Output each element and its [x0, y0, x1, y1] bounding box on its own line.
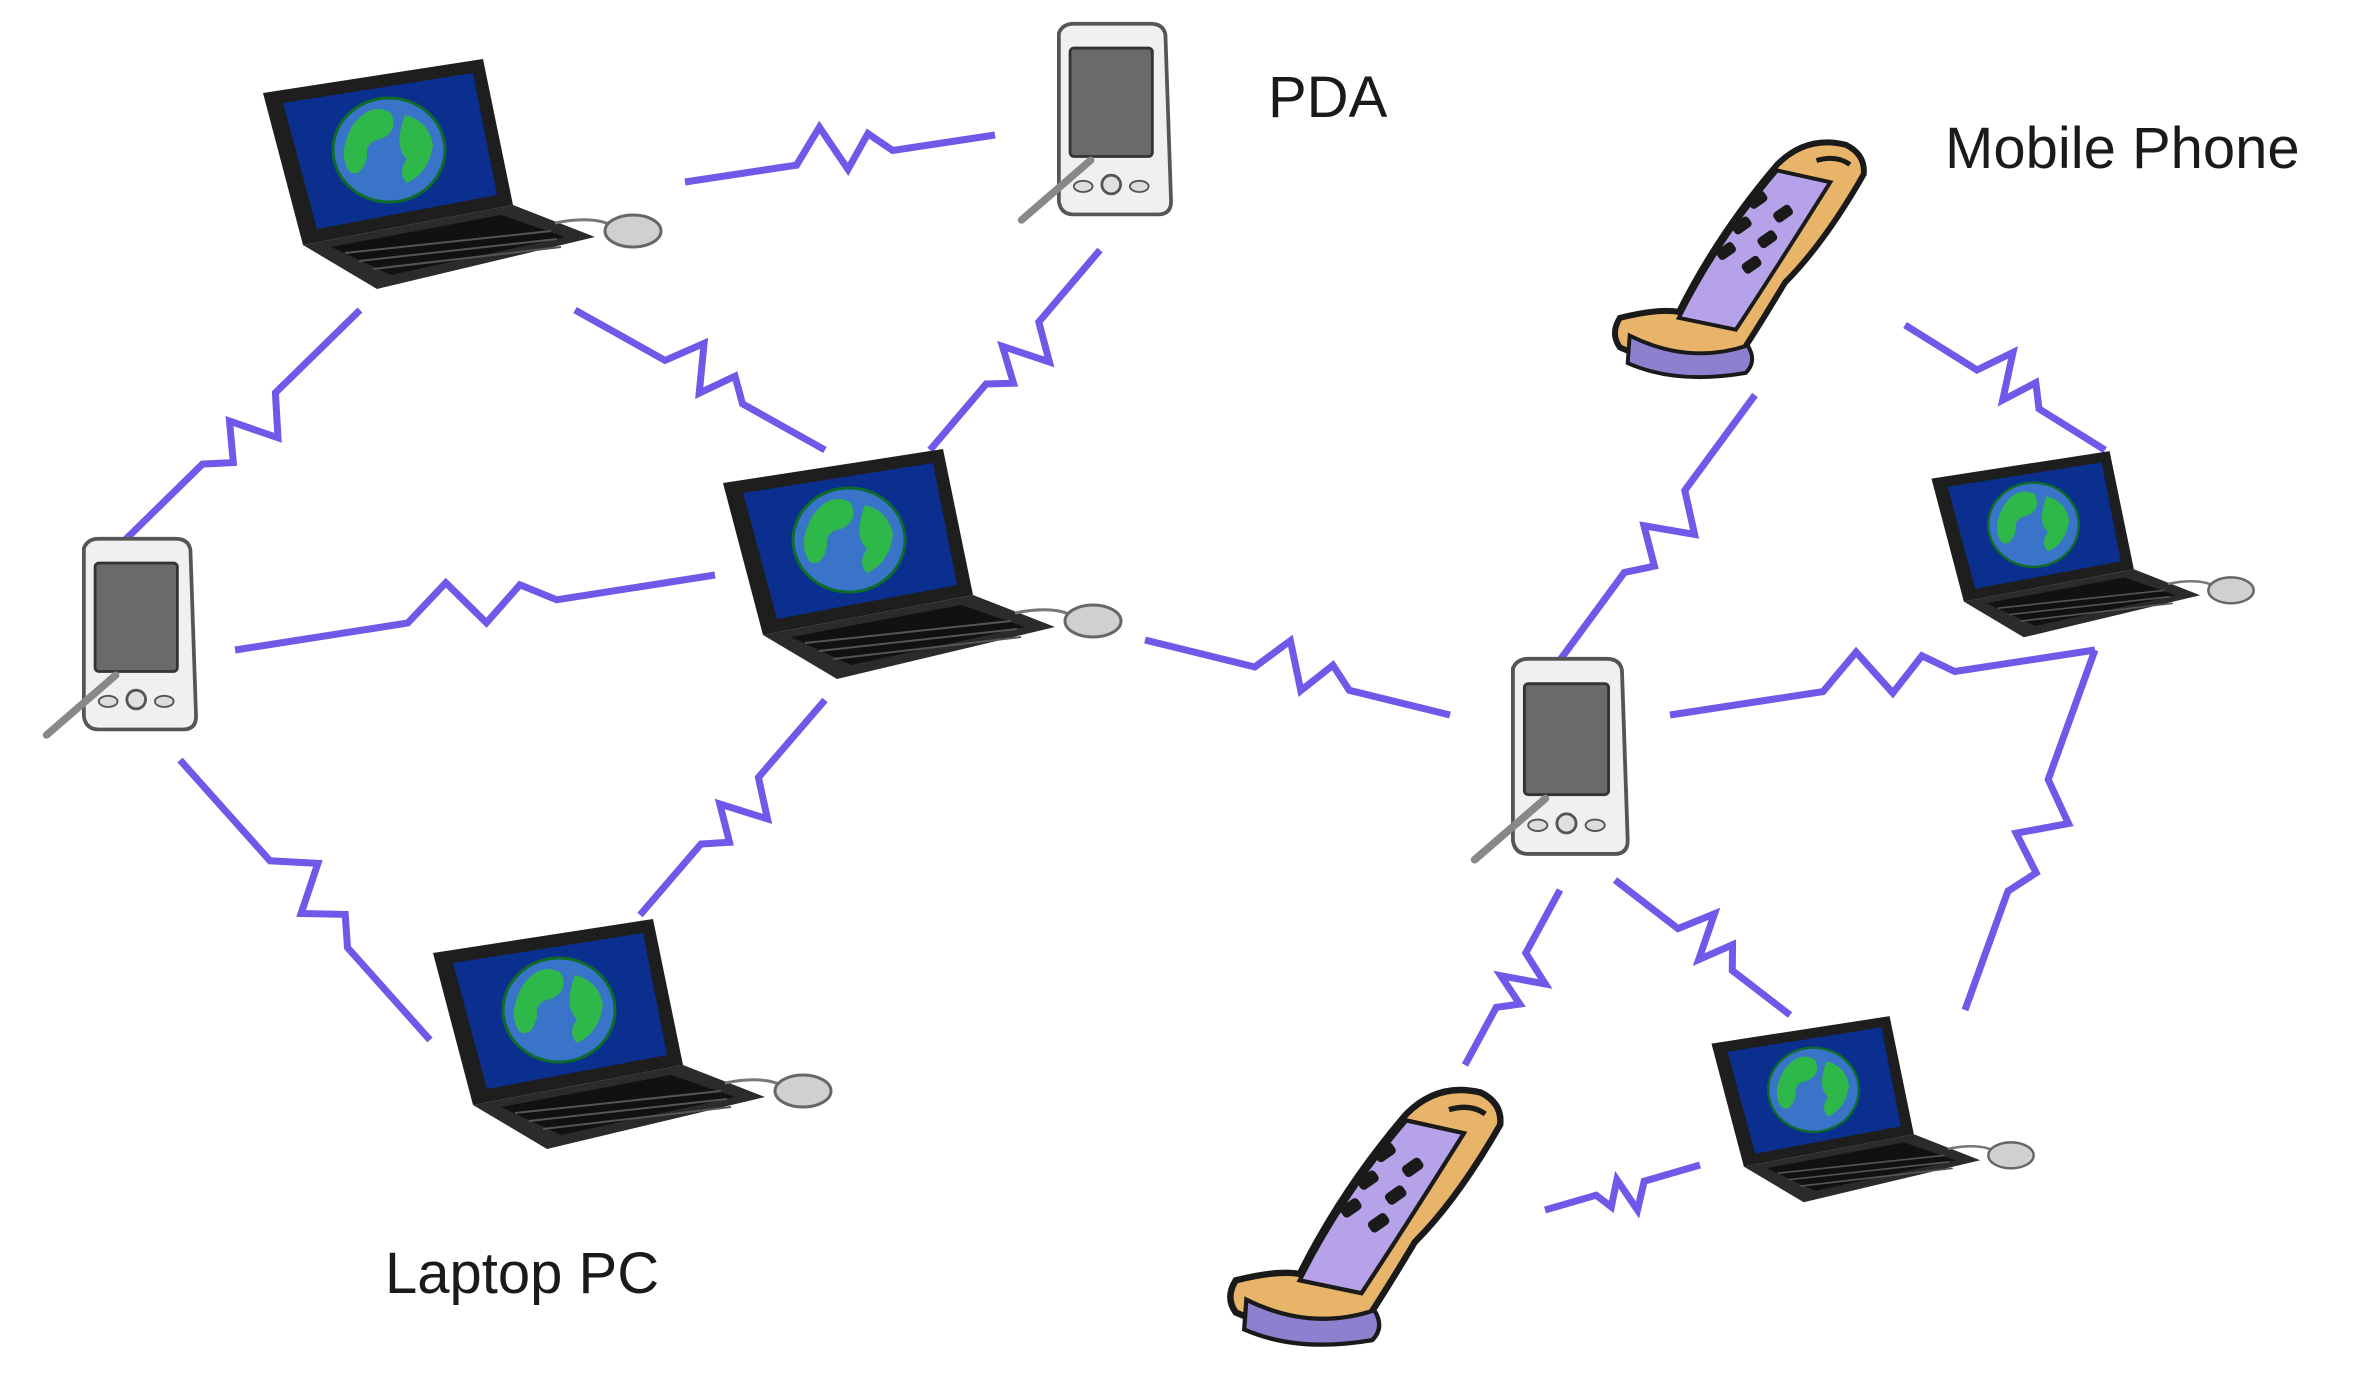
wireless-link-pda-3-laptop-4: [1669, 646, 2096, 719]
laptop-icon: [1710, 1014, 2035, 1204]
wireless-link-laptop-4-laptop-5: [1961, 648, 2099, 1012]
pda-icon: [1475, 659, 1628, 860]
wireless-link-pda-2-laptop-3: [177, 757, 433, 1043]
pda-label: PDA: [1268, 65, 1388, 130]
wireless-link-laptop-2-laptop-3: [637, 697, 828, 918]
wireless-link-laptop-1-pda-1: [684, 120, 996, 186]
pda-icon: [46, 539, 196, 735]
wireless-link-laptop-1-pda-2: [122, 307, 363, 543]
laptop-icon: [431, 917, 833, 1151]
laptop-icon: [721, 447, 1123, 681]
wireless-link-laptop-5-phone-2: [1544, 1161, 1701, 1219]
mobile-phone-icon: [1230, 1090, 1500, 1345]
wireless-link-pda-1-laptop-2: [927, 247, 1103, 453]
wireless-link-pda-3-phone-2: [1461, 888, 1564, 1067]
wireless-link-phone-1-pda-3: [1557, 392, 1758, 663]
wireless-link-pda-2-laptop-2: [234, 571, 716, 654]
wireless-link-phone-1-laptop-4: [1903, 322, 2107, 453]
wireless-links: [122, 120, 2107, 1219]
wireless-link-laptop-1-laptop-2: [573, 306, 827, 454]
mobile-phone-label: Mobile Phone: [1945, 116, 2300, 181]
laptop-icon: [1930, 449, 2255, 639]
wireless-link-laptop-2-pda-3: [1144, 634, 1451, 719]
wireless-link-pda-3-laptop-5: [1612, 877, 1793, 1018]
pda-icon: [1021, 24, 1171, 220]
laptop-pc-label: Laptop PC: [385, 1241, 659, 1306]
mobile-phone-icon: [1615, 142, 1864, 377]
devices: [46, 24, 2255, 1345]
laptop-icon: [261, 57, 663, 291]
